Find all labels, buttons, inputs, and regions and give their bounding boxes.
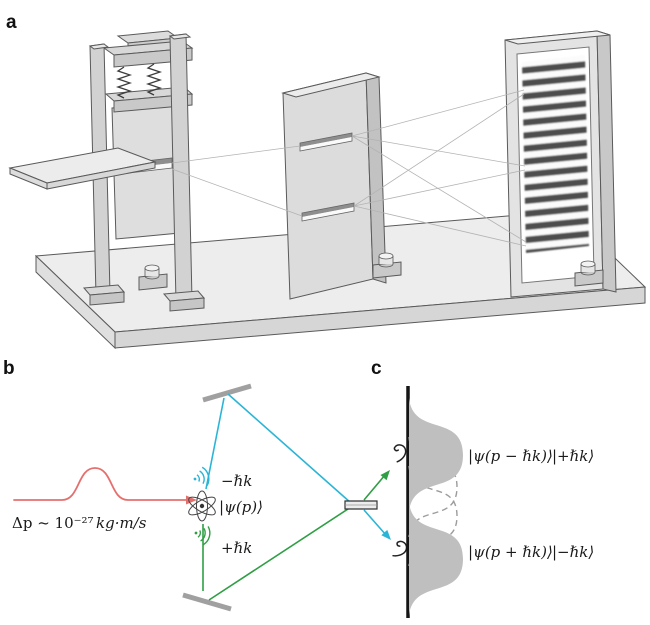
atom-icon: [188, 490, 216, 522]
photon-arc: [200, 528, 206, 542]
beam-cyan: [205, 393, 391, 540]
bolt-top: [378, 252, 394, 260]
photon-arc: [199, 470, 205, 484]
bolt-block: [574, 269, 604, 287]
ray-line: [351, 89, 525, 137]
ray-line: [351, 135, 526, 167]
pulse-arrow: [13, 467, 197, 505]
ray-line: [171, 145, 301, 164]
bolt-right: [574, 260, 604, 287]
ray-line: [353, 169, 526, 207]
light-rays: [171, 89, 527, 247]
photon-arc: [196, 474, 201, 482]
lower-state-label: |ψ(p + ℏk)⟩: [468, 543, 553, 561]
panel-b-label: b: [3, 358, 15, 379]
ray-line: [353, 93, 525, 207]
panel-a-apparatus: a: [6, 12, 647, 350]
photon-wave-cyan-icon: [193, 466, 210, 486]
bolt-block: [138, 273, 168, 291]
photon-wave-green-icon: [194, 526, 211, 546]
right-post-foot-front: [169, 297, 205, 312]
photon-up-label: −ℏk: [221, 472, 252, 490]
detector-hook: [393, 444, 407, 463]
base-left-face: [35, 254, 116, 350]
pulse-arrowhead-icon: [186, 495, 197, 505]
panel-c-label: c: [371, 358, 382, 379]
panel-b-interferometer: b Δp ~ 10⁻²⁷ kg·m/s: [3, 358, 408, 612]
photon-dot: [193, 477, 197, 481]
photon-dot: [194, 531, 198, 535]
source-lever-left: [9, 167, 48, 190]
beam-cyan-segment: [363, 509, 387, 536]
recoil-slit-assembly: [8, 30, 206, 312]
upper-slit-outline: [299, 132, 353, 152]
atom-orbit: [188, 496, 216, 516]
mirror-top: [202, 383, 252, 403]
bolt-left: [138, 264, 168, 291]
beam-green: [202, 470, 390, 601]
gaussian-upper: [409, 398, 463, 512]
bolt-middle: [372, 252, 402, 279]
photon-down-label: +ℏk: [221, 539, 252, 557]
atom-nucleus: [199, 503, 205, 509]
momentum-units: kg·m/s: [96, 514, 147, 532]
upper-state-label: |ψ(p − ℏk)⟩: [468, 447, 553, 465]
photon-arc: [202, 526, 211, 546]
photon-arc: [201, 466, 210, 486]
spring-right-icon: [145, 63, 163, 96]
ray-line: [351, 135, 527, 243]
bolt-body-outline: [580, 264, 596, 276]
bolt-block: [372, 261, 402, 279]
detector-lower-icon: [392, 540, 408, 557]
bolt-body-outline: [144, 268, 160, 280]
ray-line: [171, 168, 303, 217]
screen-frame-top: [504, 30, 611, 45]
beamsplitter: [344, 500, 378, 510]
ray-line: [353, 205, 527, 247]
left-post-foot-front: [89, 291, 125, 306]
atom-state-label: |ψ(p)⟩: [219, 498, 263, 516]
bolt-top: [580, 260, 596, 268]
lower-slit-opening: [302, 207, 354, 221]
left-post-top: [88, 43, 110, 50]
beam-green-arrowhead-icon: [380, 470, 390, 481]
upper-photon-label: |+ℏk⟩: [552, 447, 594, 465]
interference-fringe-pattern: [522, 55, 589, 253]
right-post-top: [168, 33, 192, 40]
pulse-waveform: [13, 467, 188, 501]
atom-orbit: [188, 496, 216, 516]
bolt-body-outline: [378, 256, 394, 268]
double-slit-plate: [281, 72, 387, 300]
interference-screen: [504, 30, 617, 298]
double-slit-front-face: [282, 72, 374, 300]
panel-c-distributions: c |ψ(p − ℏk)⟩ |+ℏk⟩ |ψ(p + ℏk)⟩ |−ℏk⟩: [371, 358, 594, 618]
beam-green-segment: [363, 474, 386, 501]
photon-arc: [197, 530, 202, 538]
detector-hook: [392, 540, 408, 557]
beam-cyan-segment: [227, 393, 352, 504]
beam-cyan-segment: [205, 397, 225, 490]
lower-slit-shadow: [302, 203, 354, 217]
beam-green-segment: [208, 506, 352, 601]
double-slit-top-face: [281, 72, 381, 98]
detector-upper-icon: [393, 444, 407, 463]
momentum-value: Δp ~ 10⁻²⁷: [12, 514, 94, 532]
beam-cyan-arrowhead-icon: [381, 529, 391, 540]
bolt-top: [144, 264, 160, 272]
upper-slit-opening: [300, 137, 352, 151]
spring-left-icon: [115, 66, 133, 99]
mounting-bolts: [138, 252, 604, 291]
lower-slit-outline: [301, 202, 355, 222]
atom-orbit: [196, 490, 208, 522]
gaussian-lower: [409, 502, 463, 616]
mirror-bottom: [182, 592, 232, 612]
panel-a-label: a: [6, 12, 17, 33]
lower-photon-label: |−ℏk⟩: [552, 543, 594, 561]
upper-slit-shadow: [300, 133, 352, 147]
